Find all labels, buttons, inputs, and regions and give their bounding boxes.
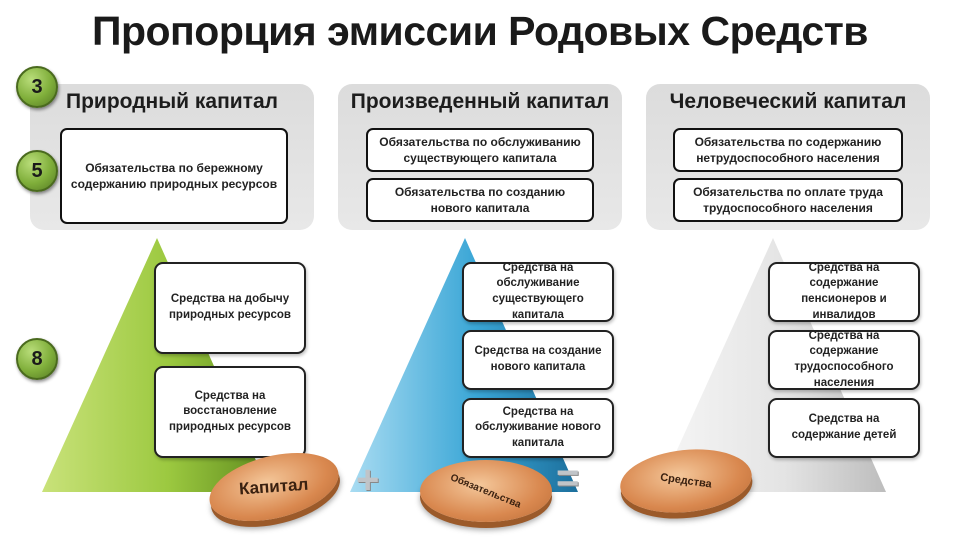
funds-box: Средства на добычу природных ресурсов — [154, 262, 306, 354]
page-title: Пропорция эмиссии Родовых Средств — [91, 8, 869, 54]
coin-capital-label: Капитал — [238, 474, 310, 499]
coin-obligations-label: Обязательства — [449, 471, 523, 511]
panel-produced-capital: Произведенный капитал Обязательства по о… — [338, 84, 622, 230]
obligation-box: Обязательства по оплате труда трудоспосо… — [673, 178, 903, 222]
funds-box: Средства на создание нового капитала — [462, 330, 614, 390]
coin-funds-label: Средства — [659, 471, 713, 491]
obligation-box: Обязательства по обслуживанию существующ… — [366, 128, 594, 172]
panel-title-produced: Произведенный капитал — [350, 90, 610, 113]
funds-box: Средства на обслуживание существующего к… — [462, 262, 614, 322]
panel-title-human: Человеческий капитал — [669, 90, 907, 113]
badge-5: 5 — [16, 150, 58, 192]
obligation-box: Обязательства по бережному содержанию пр… — [60, 128, 288, 224]
badge-8: 8 — [16, 338, 58, 380]
funds-box: Средства на содержание детей — [768, 398, 920, 458]
panel-human-capital: Человеческий капитал Обязательства по со… — [646, 84, 930, 230]
equals-sign: = — [556, 456, 580, 500]
badge-3: 3 — [16, 66, 58, 108]
funds-box: Средства на обслуживание нового капитала — [462, 398, 614, 458]
panel-title-natural: Природный капитал — [66, 90, 278, 113]
funds-box: Средства на содержание пенсионеров и инв… — [768, 262, 920, 322]
funds-box: Средства на восстановление природных рес… — [154, 366, 306, 458]
funds-box: Средства на содержание трудоспособного н… — [768, 330, 920, 390]
panel-natural-capital: Природный капитал Обязательства по береж… — [30, 84, 314, 230]
coin-obligations: Обязательства — [420, 460, 552, 522]
obligation-box: Обязательства по содержанию нетрудоспосо… — [673, 128, 903, 172]
obligation-box: Обязательства по созданию нового капитал… — [366, 178, 594, 222]
plus-sign: + — [356, 458, 380, 502]
